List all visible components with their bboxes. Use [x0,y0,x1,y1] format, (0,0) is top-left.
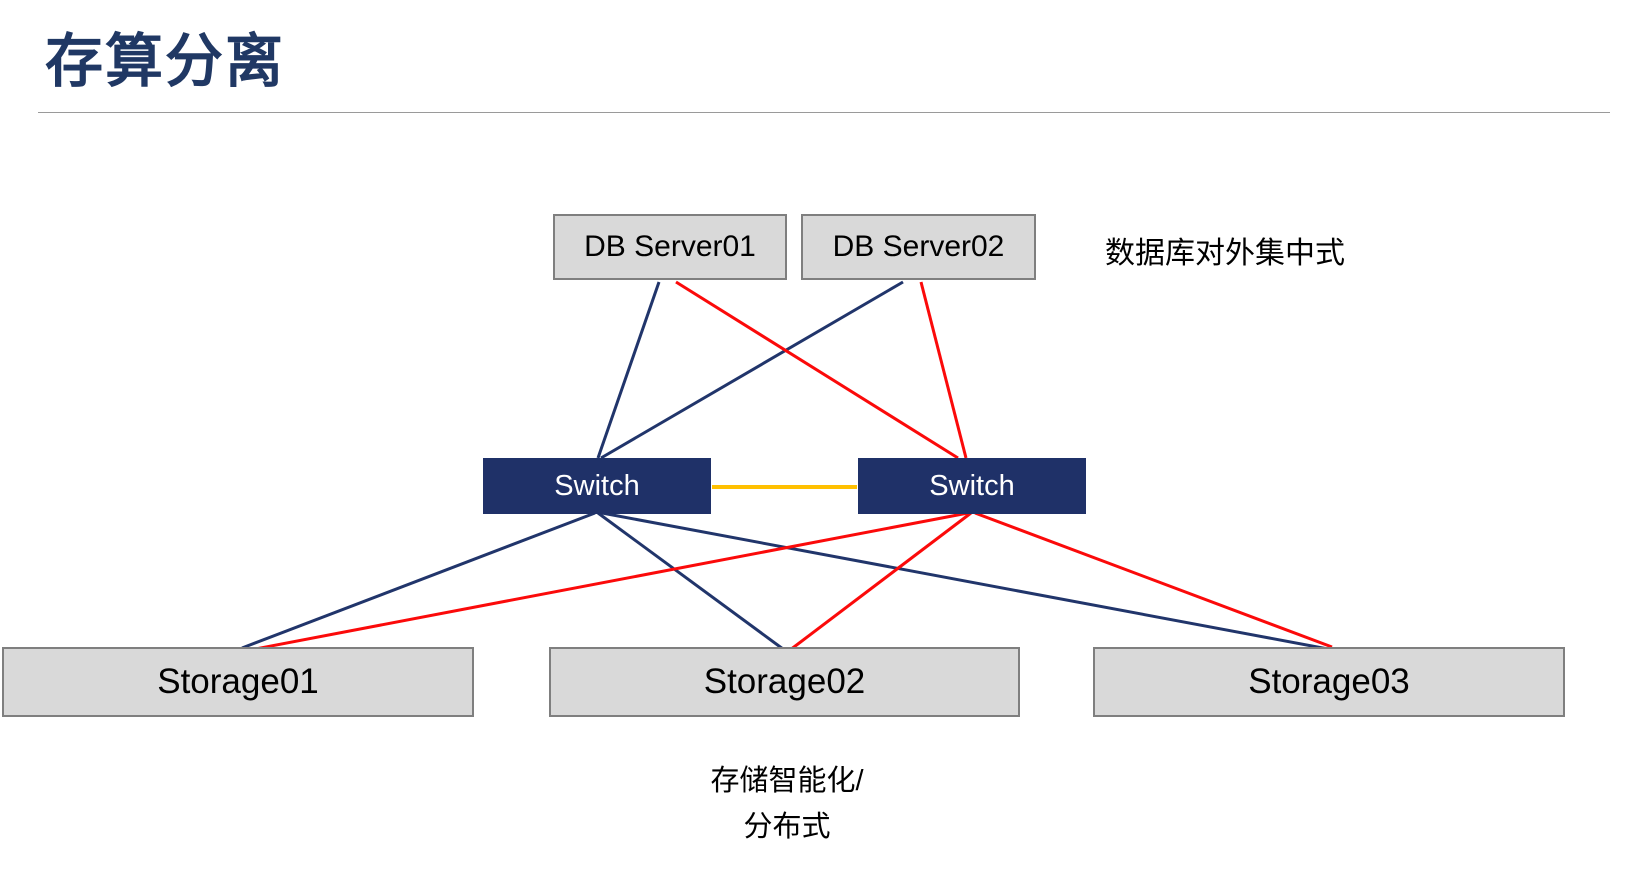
node-storage-02-label: Storage02 [703,662,866,701]
annotation-storage-line1: 存储智能化/ [710,765,864,797]
page-title: 存算分离 [45,29,286,94]
annotation-storage-intelligent: 存储智能化/ 分布式 [587,758,987,851]
node-storage-01-label: Storage01 [157,662,319,701]
node-storage-01: Storage01 [2,647,474,717]
edge-switch2-storage01 [249,511,969,652]
edge-switch1-storage01 [241,511,596,650]
annotation-db-centralized: 数据库对外集中式 [1105,237,1345,270]
node-switch-1: Switch [483,458,711,514]
edge-switch1-storage03 [601,511,1329,651]
annotation-storage-line2: 分布式 [743,811,831,844]
edge-switch2-storage02 [789,511,972,652]
node-db-server-01: DB Server01 [553,214,787,280]
node-switch-2-label: Switch [929,469,1015,502]
edge-dbserver01-switch1 [596,281,661,459]
node-db-server-02-label: DB Server02 [832,230,1005,263]
node-db-server-01-label: DB Server01 [584,230,756,263]
edge-dbserver02-switch1 [600,280,904,460]
edge-dbserver02-switch2 [919,281,968,459]
node-storage-03: Storage03 [1093,647,1565,717]
node-db-server-02: DB Server02 [801,214,1036,280]
edge-dbserver01-switch2 [675,280,959,460]
edge-switch1-storage02 [597,511,784,651]
title-divider [38,112,1610,113]
node-switch-2: Switch [858,458,1086,514]
edge-switch2-storage03 [974,511,1333,649]
node-storage-02: Storage02 [549,647,1020,717]
node-switch-1-label: Switch [554,469,640,502]
node-storage-03-label: Storage03 [1248,662,1410,701]
